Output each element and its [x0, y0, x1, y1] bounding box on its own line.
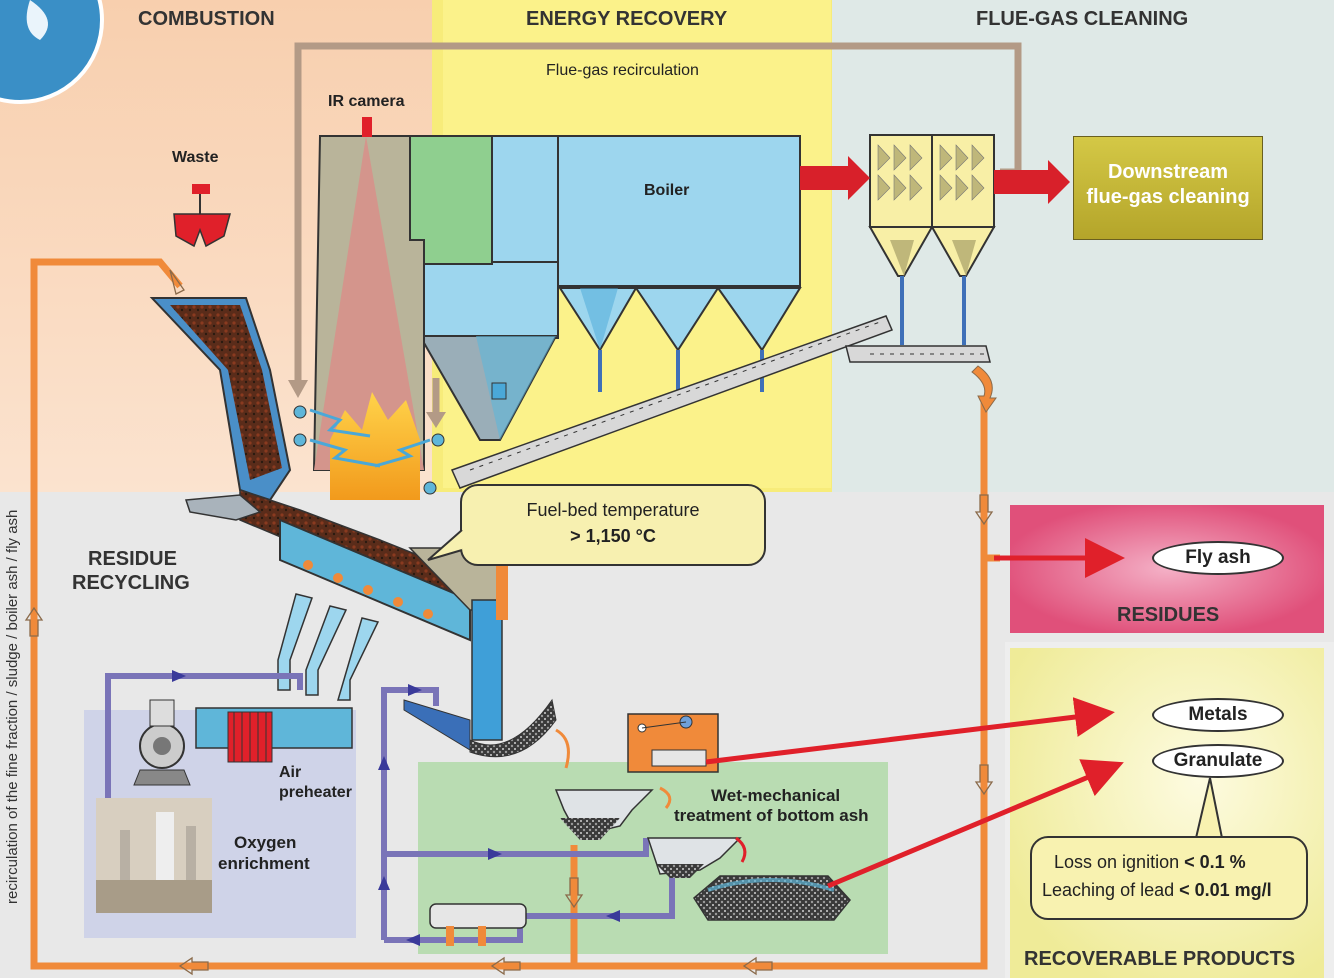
- granulate-pill: Granulate: [1152, 744, 1284, 778]
- section-combustion: COMBUSTION: [138, 8, 275, 30]
- granulate-label: Granulate: [1173, 750, 1263, 771]
- loi-value: < 0.1 %: [1184, 852, 1246, 872]
- boiler-label: Boiler: [644, 182, 690, 199]
- lead-label: Leaching of lead: [1042, 880, 1175, 900]
- boiler-ash-screw-conveyor: [450, 315, 894, 489]
- waste-feed-chute: [149, 297, 292, 502]
- red-curl-arrow: [735, 836, 747, 863]
- section-residue-recycling-1: RESIDUE: [88, 548, 177, 570]
- combustion-grate: [184, 488, 499, 642]
- section-recoverable-products: RECOVERABLE PRODUCTS: [1024, 948, 1296, 970]
- air-preheater-label-2: preheater: [279, 784, 352, 801]
- outcome-arrows: [705, 538, 1125, 889]
- section-residues: RESIDUES: [1117, 604, 1220, 626]
- metals-label: Metals: [1188, 704, 1248, 725]
- orange-direction-arrows: [24, 269, 994, 976]
- air-preheater-label-1: Air: [279, 764, 302, 781]
- fly-ash-label: Fly ash: [1185, 547, 1251, 568]
- flue-gas-arrow-2: [994, 160, 1070, 204]
- recirculation-vertical-label: recirculation of the fine fraction / slu…: [4, 509, 21, 904]
- section-flue-gas-cleaning: FLUE-GAS CLEANING: [976, 8, 1189, 30]
- air-preheater: [133, 699, 353, 786]
- leaching-of-lead: Leaching of lead < 0.01 mg/l: [1042, 880, 1272, 901]
- quality-callout: Loss on ignition < 0.1 % Leaching of lea…: [1030, 836, 1308, 920]
- fuel-bed-value: > 1,150 °C: [570, 526, 656, 546]
- section-residue-recycling-2: RECYCLING: [72, 572, 190, 594]
- globe-icon: [0, 0, 104, 104]
- waste-grab-icon: [173, 184, 231, 248]
- waste-label: Waste: [172, 149, 219, 166]
- purple-direction-arrows: [172, 670, 620, 946]
- electrostatic-precipitator: [868, 134, 996, 345]
- loss-on-ignition: Loss on ignition < 0.1 %: [1054, 852, 1246, 873]
- flue-gas-recirculation-label: Flue-gas recirculation: [546, 62, 699, 79]
- fly-ash-drop-arrow: [971, 365, 997, 413]
- bottom-ash-discharger: [403, 565, 557, 758]
- orange-curl-arrow-2: [659, 786, 672, 809]
- downstream-label-1: Downstream: [1107, 161, 1229, 183]
- wet-mechanical-equipment: [429, 789, 851, 946]
- downstream-label-2: flue-gas cleaning: [1086, 186, 1250, 208]
- metal-separator: [627, 713, 719, 773]
- loi-label: Loss on ignition: [1054, 852, 1180, 872]
- oxygen-label-1: Oxygen: [234, 833, 297, 852]
- furnace-shaft: [312, 117, 425, 500]
- recirc-arrowhead: [288, 380, 308, 398]
- downstream-box: Downstream flue-gas cleaning: [1073, 136, 1263, 240]
- oxygen-plant-image: [96, 798, 212, 913]
- boiler: [409, 135, 802, 441]
- fly-ash-screw-conveyor: [845, 345, 991, 363]
- section-energy-recovery: ENERGY RECOVERY: [526, 8, 728, 30]
- primary-air-ducts: [277, 593, 380, 701]
- ir-camera-label: IR camera: [328, 93, 405, 110]
- fuel-bed-label: Fuel-bed temperature: [526, 500, 700, 520]
- fuel-bed-temperature-callout: Fuel-bed temperature > 1,150 °C: [460, 484, 766, 566]
- fuel-bed-callout-tail: [427, 529, 463, 561]
- flue-gas-arrow-1: [800, 156, 870, 200]
- lead-value: < 0.01 mg/l: [1179, 880, 1272, 900]
- wet-mechanical-label-1: Wet-mechanical: [711, 786, 841, 805]
- fly-ash-pill: Fly ash: [1152, 541, 1284, 575]
- granulate-callout-tail: [1195, 777, 1223, 839]
- orange-curl-arrow-1: [555, 728, 570, 769]
- oxygen-label-2: enrichment: [218, 854, 310, 873]
- wet-mechanical-label-2: treatment of bottom ash: [674, 806, 869, 825]
- metals-pill: Metals: [1152, 698, 1284, 732]
- secondary-air-nozzles: [293, 405, 445, 495]
- recirc-arrowhead-2: [426, 412, 446, 428]
